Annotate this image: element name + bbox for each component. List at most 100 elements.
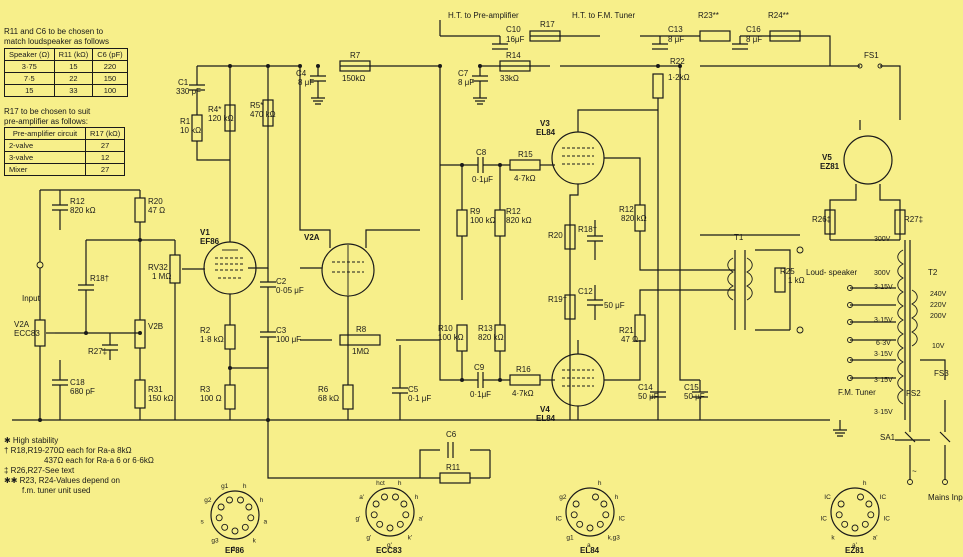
- r23-ref: R23**: [698, 11, 719, 20]
- c16-ref: C16: [746, 25, 761, 34]
- heater-terminal[interactable]: [847, 319, 853, 325]
- speaker-terminal-1[interactable]: [796, 246, 804, 254]
- r22-ref: R22: [670, 57, 685, 66]
- base-pin: [231, 527, 239, 535]
- base-pin-label: k: [253, 538, 257, 545]
- tap-label: 3·15V: [874, 317, 893, 324]
- base-pin: [576, 520, 584, 528]
- base-pin: [221, 523, 229, 531]
- base-pin: [861, 520, 869, 528]
- base-pin-label: g': [356, 516, 361, 523]
- mains-terminal[interactable]: [942, 479, 948, 485]
- base-pin-label: hct: [376, 480, 385, 487]
- base-pin-label: IC: [880, 494, 887, 501]
- base-pin: [865, 500, 873, 508]
- ht-fm-label: H.T. to F.M. Tuner: [572, 11, 635, 20]
- speaker-terminal-2[interactable]: [796, 326, 804, 334]
- r20-ref: R12: [619, 205, 634, 214]
- base-pin-label: h: [415, 494, 419, 501]
- base-pin-label: IC: [556, 516, 563, 523]
- r4-val: 120 kΩ: [208, 114, 234, 123]
- t2-primary: [911, 289, 918, 347]
- speaker-note-line-1: R11 and C6 to be chosen to: [4, 27, 104, 36]
- r1-val: 10 kΩ: [180, 126, 201, 135]
- r27-resistor: [894, 209, 906, 235]
- c12-val: 50 μF: [604, 301, 625, 310]
- r25-val: 1 kΩ: [788, 276, 805, 285]
- c5-val: 0·1 μF: [408, 394, 431, 403]
- v5-valve: [843, 135, 893, 185]
- r19-resistor: [564, 294, 576, 320]
- v4-valve: [551, 353, 605, 407]
- base-pin-label: h: [243, 483, 247, 490]
- base-pin: [841, 520, 849, 528]
- fs2-label: FS2: [906, 389, 921, 398]
- base-pin-label: a': [419, 516, 424, 523]
- preamp-note-line-2: pre-amplifier as follows:: [4, 117, 89, 126]
- t1-secondary-wires: [700, 234, 800, 331]
- t2-core: [904, 240, 911, 420]
- mains-terminal[interactable]: [907, 479, 913, 485]
- r6-resistor: [342, 384, 354, 410]
- base-ez81: [830, 487, 880, 537]
- c8-val: 0·1μF: [472, 175, 493, 184]
- r16-ref: R16: [516, 365, 531, 374]
- v4-wires: [577, 340, 641, 420]
- r15-ref: R15: [518, 150, 533, 159]
- speaker-table-cell: 100: [92, 84, 128, 97]
- c7-capacitor: [472, 66, 488, 95]
- v1-type: EF86: [200, 237, 220, 246]
- v5-wires: [829, 184, 901, 240]
- c18-capacitor: [52, 360, 68, 420]
- base-pin-label: a: [587, 542, 591, 549]
- base-pin: [837, 500, 845, 508]
- sa1-switch[interactable]: [895, 420, 951, 480]
- r22-val: 1·2kΩ: [668, 73, 690, 82]
- rv32-val: 1 MΩ: [152, 272, 171, 281]
- base-ef86-outline: [210, 490, 260, 540]
- fs1-contact: [857, 63, 863, 69]
- c3-capacitor: [260, 300, 276, 420]
- r17-resistor: [529, 30, 561, 42]
- v4-grids: [562, 369, 594, 387]
- speaker-table-cell: 15: [4, 84, 55, 97]
- base-pin-label: s: [232, 545, 236, 552]
- c5-capacitor: [392, 345, 408, 420]
- heater-terminals: [847, 285, 853, 381]
- r14-resistor: [499, 60, 531, 72]
- base-pin: [217, 503, 225, 511]
- base-ecc83-name: ECC83: [376, 546, 402, 555]
- heater-terminal[interactable]: [847, 357, 853, 363]
- r9-resistor: [456, 209, 468, 237]
- base-pin: [215, 514, 223, 522]
- c2-capacitor: [260, 268, 276, 300]
- tap-label-63: 6·3V: [876, 340, 891, 347]
- c6-ref: C6: [446, 430, 457, 439]
- heater-terminal[interactable]: [847, 337, 853, 343]
- base-pin-label: g1: [221, 483, 229, 490]
- v3-ref: V3: [540, 119, 550, 128]
- c19-ref: R18†: [90, 274, 109, 283]
- base-pin: [596, 520, 604, 528]
- c15-capacitor: [692, 380, 708, 420]
- r13-ref: R13: [478, 324, 493, 333]
- input-terminal[interactable]: [36, 261, 44, 269]
- v5-type: EZ81: [820, 162, 840, 171]
- t1-label: T1: [734, 233, 744, 242]
- r29-resistor: [134, 197, 146, 223]
- c17-ref: R12: [70, 197, 85, 206]
- c17-val: 820 kΩ: [70, 206, 96, 215]
- heater-terminal[interactable]: [847, 302, 853, 308]
- heater-terminal[interactable]: [847, 285, 853, 291]
- base-ecc83: [365, 487, 415, 537]
- tap-label: 10V: [932, 343, 945, 350]
- c19-capacitor: [78, 240, 94, 333]
- heater-terminal[interactable]: [847, 375, 853, 381]
- r20-r21-wires: [639, 231, 735, 315]
- ground-symbol: [473, 95, 487, 105]
- base-pin-label: a': [852, 542, 857, 549]
- ground-symbol: [833, 420, 847, 437]
- base-pin: [602, 511, 610, 519]
- base-pin-label: h: [598, 480, 602, 487]
- c12-ref: C12: [578, 287, 593, 296]
